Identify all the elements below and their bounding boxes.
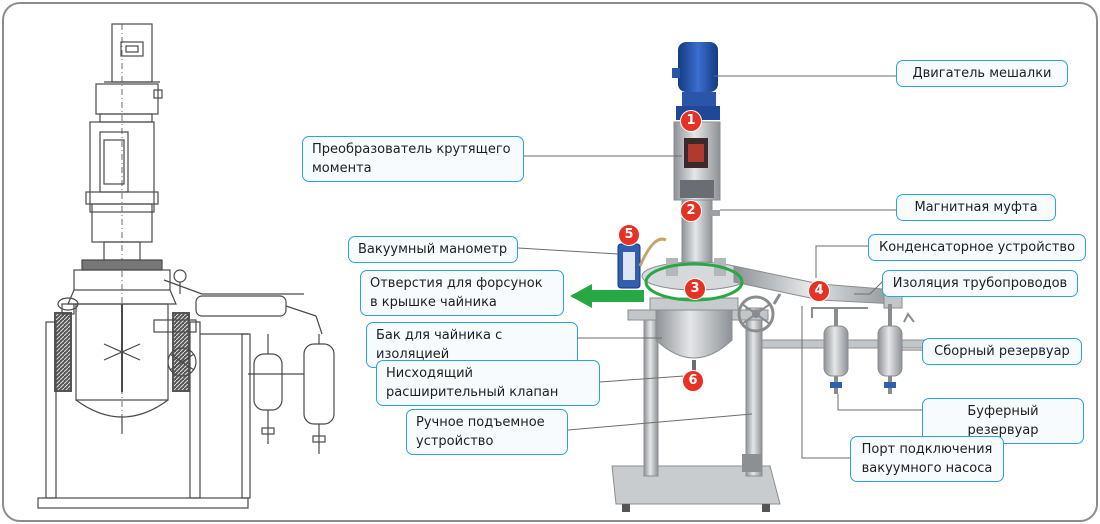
label-lid-nozzles: Отверстия для форсунок в крышке чайника bbox=[360, 270, 564, 316]
collecting-tank bbox=[877, 325, 903, 377]
badge-1: 1 bbox=[680, 110, 702, 132]
label-vacuum-gauge: Вакуумный манометр bbox=[348, 236, 518, 263]
label-stirrer-motor: Двигатель мешалки bbox=[896, 60, 1068, 87]
nozzle-highlight-ellipse bbox=[644, 262, 744, 302]
label-vacuum-pump-port: Порт подключения вакуумного насоса bbox=[850, 436, 1004, 482]
leader-lines bbox=[517, 75, 922, 459]
drawing-handwheel bbox=[167, 347, 197, 377]
insulated-kettle bbox=[655, 303, 733, 359]
label-discharge-valve: Нисходящий расширительный клапан bbox=[376, 360, 600, 406]
badge-4: 4 bbox=[808, 280, 830, 302]
label-collecting-tank: Сборный резервуар bbox=[922, 338, 1082, 365]
nozzle-arrow bbox=[570, 284, 644, 308]
stirrer-motor bbox=[678, 42, 718, 92]
badge-3: 3 bbox=[684, 278, 706, 300]
support-column-right bbox=[745, 307, 763, 477]
badge-6: 6 bbox=[682, 370, 704, 392]
label-condenser: Конденсаторное устройство bbox=[868, 234, 1086, 261]
label-manual-lift: Ручное подъемное устройство bbox=[406, 409, 568, 455]
badge-2: 2 bbox=[680, 200, 702, 222]
badge-5: 5 bbox=[618, 224, 640, 246]
label-magnetic-coupling: Магнитная муфта bbox=[896, 194, 1056, 221]
reactor-line-drawing bbox=[37, 23, 335, 509]
label-pipe-insulation: Изоляция трубопроводов bbox=[882, 270, 1078, 297]
label-torque-converter: Преобразователь крутящего момента bbox=[302, 136, 524, 182]
buffer-tank bbox=[823, 325, 849, 377]
lift-handwheel bbox=[737, 295, 775, 333]
